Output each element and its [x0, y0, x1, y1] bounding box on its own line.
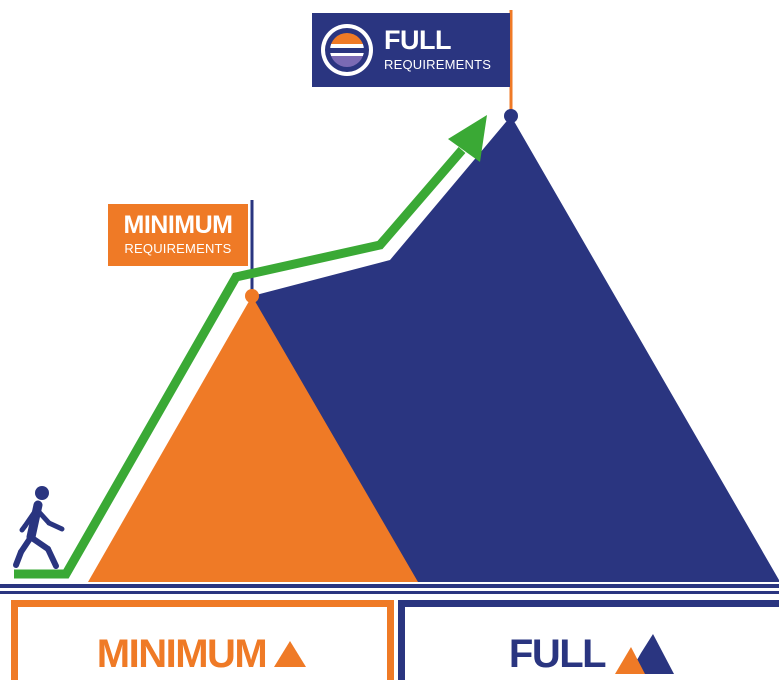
- ground-line-white-gap: [0, 588, 779, 591]
- ground-line-navy: [0, 584, 779, 588]
- full-mountain: [252, 116, 779, 582]
- minimum-mountain: [88, 296, 418, 582]
- minimum-requirements-flag: MINIMUM REQUIREMENTS: [108, 204, 248, 266]
- full-flag-title: FULL: [384, 24, 451, 55]
- full-flag-subtitle: REQUIREMENTS: [384, 56, 492, 72]
- orange-triangle-icon: [274, 641, 307, 667]
- full-summit-dot: [504, 109, 518, 123]
- progress-path: [14, 147, 466, 579]
- minimum-legend-label: MINIMUM: [96, 631, 268, 676]
- full-legend-label: FULL: [508, 631, 607, 676]
- full-legend-box: FULL: [398, 600, 779, 680]
- orange-navy-mountain-icon: [615, 634, 675, 674]
- progress-arrow-head: [448, 115, 487, 162]
- minimum-flag-title: MINIMUM: [123, 210, 233, 239]
- minimum-summit-dot: [245, 289, 259, 303]
- minimum-legend-box: MINIMUM: [11, 600, 394, 680]
- striped-circle-logo-icon: [321, 24, 373, 76]
- person-walking-icon: [13, 486, 65, 569]
- minimum-flag-subtitle: REQUIREMENTS: [124, 240, 232, 256]
- ground-line-navy-lower: [0, 591, 779, 594]
- full-requirements-flag: FULL REQUIREMENTS: [312, 13, 510, 87]
